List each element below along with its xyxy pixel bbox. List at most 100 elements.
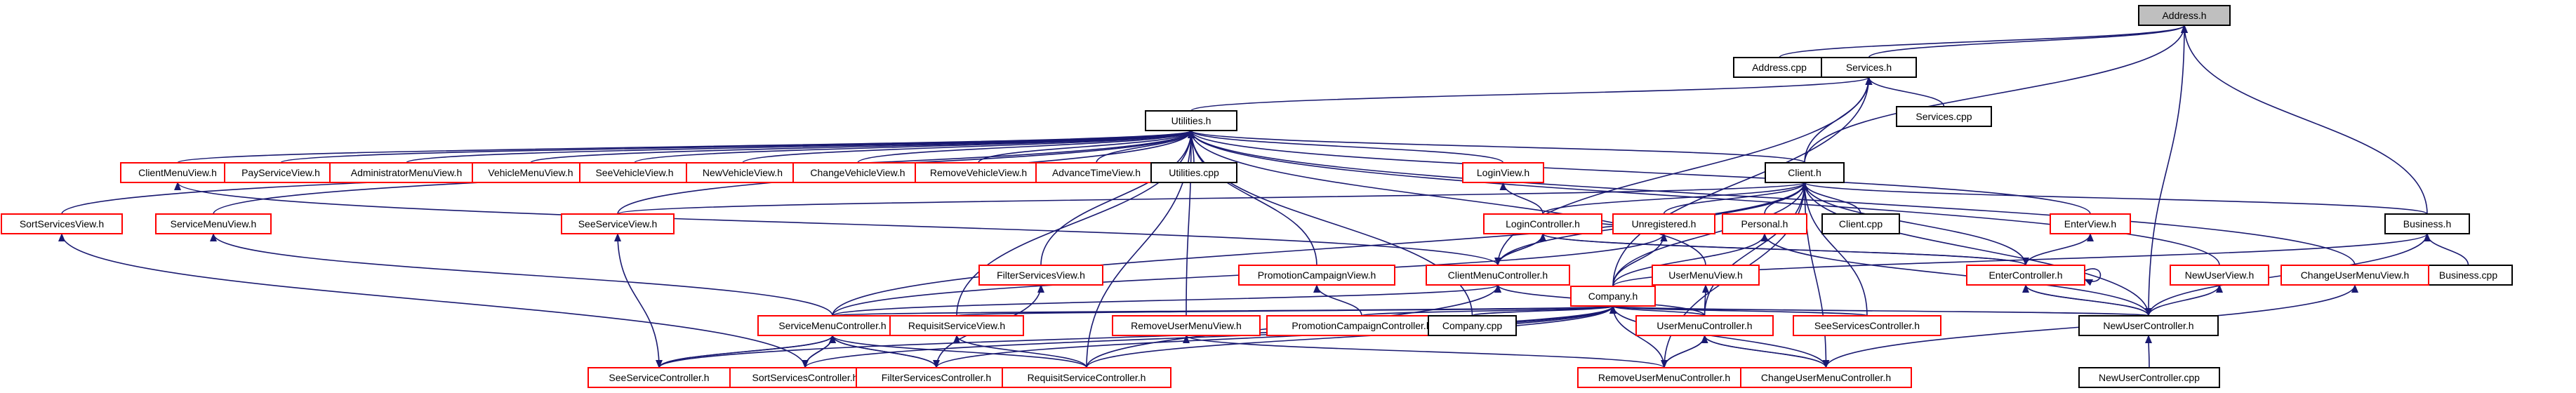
node-label: RequisitServiceController.h — [1028, 372, 1146, 383]
node-changeusermenuview-h[interactable]: ChangeUserMenuView.h — [2280, 265, 2429, 286]
node-label: PromotionCampaignView.h — [1258, 269, 1376, 281]
dependency-edge — [1096, 130, 1195, 164]
node-entercontroller-h[interactable]: EnterController.h — [1966, 265, 2085, 286]
node-client-h[interactable]: Client.h — [1765, 162, 1845, 183]
dependency-edge — [1542, 182, 1808, 215]
dependency-edge — [210, 233, 833, 317]
node-promotioncampaignview-h[interactable]: PromotionCampaignView.h — [1238, 265, 1395, 286]
node-address-h[interactable]: Address.h — [2138, 5, 2231, 26]
node-label: FilterServicesView.h — [997, 269, 1085, 281]
node-services-cpp[interactable]: Services.cpp — [1896, 106, 1992, 127]
dependency-edge — [1040, 130, 1195, 266]
node-business-h[interactable]: Business.h — [2384, 213, 2470, 234]
node-newuserview-h[interactable]: NewUserView.h — [2170, 265, 2269, 286]
dependency-edge — [1801, 182, 2026, 266]
node-seeservicecontroller-h[interactable]: SeeServiceController.h — [587, 367, 731, 388]
node-label: Services.h — [1846, 62, 1892, 73]
node-seeserviceview-h[interactable]: SeeServiceView.h — [561, 213, 675, 234]
node-label: FilterServicesController.h — [882, 372, 991, 383]
node-label: Utilities.cpp — [1169, 167, 1219, 178]
node-box — [2050, 213, 2131, 234]
node-label: Address.cpp — [1752, 62, 1807, 73]
node-box — [1428, 315, 1517, 336]
node-box — [155, 213, 272, 234]
node-box — [1426, 265, 1570, 286]
dependency-edge — [802, 335, 833, 368]
node-utilities-h[interactable]: Utilities.h — [1145, 110, 1237, 131]
node-requisitserviceview-h[interactable]: RequisitServiceView.h — [889, 315, 1024, 336]
node-box — [889, 315, 1024, 336]
node-label: EnterController.h — [1989, 269, 2062, 281]
node-box — [1652, 265, 1760, 286]
node-logincontroller-h[interactable]: LoginController.h — [1483, 213, 1602, 234]
dependency-edge — [1612, 233, 1668, 287]
node-box — [1, 213, 123, 234]
node-requisitservicecontroller-h[interactable]: RequisitServiceController.h — [1002, 367, 1171, 388]
node-client-cpp[interactable]: Client.cpp — [1821, 213, 1900, 234]
node-clientmenucontroller-h[interactable]: ClientMenuController.h — [1426, 265, 1570, 286]
node-usermenucontroller-h[interactable]: UserMenuController.h — [1635, 315, 1774, 336]
node-label: LoginView.h — [1477, 167, 1529, 178]
dependency-edge — [2424, 233, 2469, 266]
node-servicemenucontroller-h[interactable]: ServiceMenuController.h — [757, 315, 908, 336]
node-label: SortServicesController.h — [752, 372, 858, 383]
node-filterservicescontroller-h[interactable]: FilterServicesController.h — [856, 367, 1017, 388]
dependency-edge — [1804, 25, 2188, 164]
node-loginview-h[interactable]: LoginView.h — [1462, 162, 1544, 183]
node-seevehicleview-h[interactable]: SeeVehicleView.h — [579, 162, 690, 183]
node-company-h[interactable]: Company.h — [1570, 286, 1656, 307]
node-usermenuview-h[interactable]: UserMenuView.h — [1652, 265, 1760, 286]
dependency-edge — [1499, 182, 1543, 215]
node-box — [1793, 315, 1941, 336]
dependency-edge — [2181, 25, 2428, 215]
node-newusercontroller-cpp[interactable]: NewUserController.cpp — [2078, 367, 2220, 388]
node-enterview-h[interactable]: EnterView.h — [2050, 213, 2131, 234]
node-company-cpp[interactable]: Company.cpp — [1428, 315, 1517, 336]
node-box — [1150, 162, 1237, 183]
node-label: LoginController.h — [1506, 218, 1580, 229]
node-newusercontroller-h[interactable]: NewUserController.h — [2078, 315, 2219, 336]
node-advancetimeview-h[interactable]: AdvanceTimeView.h — [1035, 162, 1157, 183]
node-clientmenuview-h[interactable]: ClientMenuView.h — [120, 162, 235, 183]
node-changevehicleview-h[interactable]: ChangeVehicleView.h — [792, 162, 923, 183]
node-box — [120, 162, 235, 183]
dependency-edge — [1313, 284, 1362, 317]
node-personal-h[interactable]: Personal.h — [1722, 213, 1807, 234]
node-unregistered-h[interactable]: Unregistered.h — [1612, 213, 1715, 234]
node-label: ChangeVehicleView.h — [810, 167, 905, 178]
dependency-edge — [1663, 182, 1808, 215]
dependency-edge — [1609, 305, 1827, 368]
dependency-edge — [1542, 233, 2029, 266]
node-payserviceview-h[interactable]: PayServiceView.h — [224, 162, 338, 183]
dependency-edge — [1186, 130, 1195, 317]
node-box — [1966, 265, 2085, 286]
node-removeusermenucontroller-h[interactable]: RemoveUserMenuController.h — [1577, 367, 1751, 388]
node-address-cpp[interactable]: Address.cpp — [1733, 57, 1826, 78]
node-adminmenuview-h[interactable]: AdministratorMenuView.h — [329, 162, 484, 183]
node-removeusermenuview-h[interactable]: RemoveUserMenuView.h — [1112, 315, 1261, 336]
dependency-edge — [1661, 335, 1706, 368]
node-removevehicleview-h[interactable]: RemoveVehicleView.h — [915, 162, 1042, 183]
node-box — [1821, 213, 1900, 234]
node-business-cpp[interactable]: Business.cpp — [2424, 265, 2513, 286]
dependency-edge — [280, 130, 1195, 164]
node-services-h[interactable]: Services.h — [1821, 57, 1917, 78]
node-servicemenuview-h[interactable]: ServiceMenuView.h — [155, 213, 272, 234]
node-label: PromotionCampaignController.h — [1292, 320, 1431, 331]
node-filterservicesview-h[interactable]: FilterServicesView.h — [978, 265, 1103, 286]
node-box — [1896, 106, 1992, 127]
dependency-edge — [2084, 268, 2102, 286]
node-label: ChangeUserMenuController.h — [1761, 372, 1891, 383]
node-seeservicescontroller-h[interactable]: SeeServicesController.h — [1793, 315, 1941, 336]
node-box — [978, 265, 1103, 286]
node-box — [686, 162, 799, 183]
node-box — [1002, 367, 1171, 388]
node-utilities-cpp[interactable]: Utilities.cpp — [1150, 162, 1237, 183]
node-sortservicesview-h[interactable]: SortServicesView.h — [1, 213, 123, 234]
node-newvehicleview-h[interactable]: NewVehicleView.h — [686, 162, 799, 183]
node-vehiclemenuview-h[interactable]: VehicleMenuView.h — [472, 162, 590, 183]
node-changeusermenucontroller-h[interactable]: ChangeUserMenuController.h — [1740, 367, 1912, 388]
dependency-edge — [2025, 284, 2152, 317]
node-label: Address.h — [2162, 10, 2206, 21]
